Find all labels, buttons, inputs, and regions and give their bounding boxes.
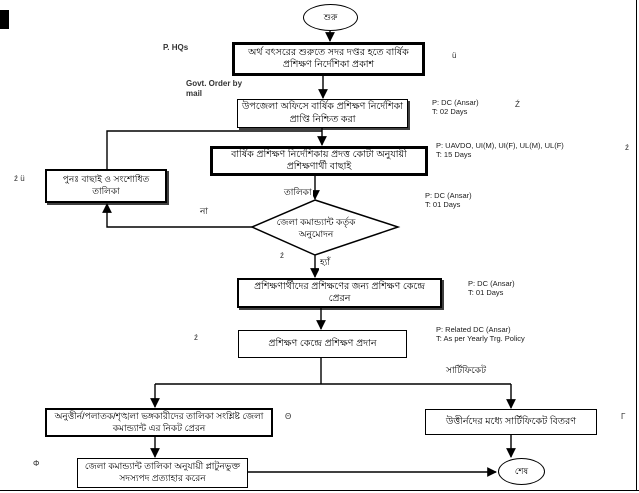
decision-diamond <box>250 199 401 256</box>
numbering-mark: ź <box>194 333 198 342</box>
numbering-mark: ü <box>452 51 457 60</box>
start-terminator: শুরু <box>303 4 358 31</box>
process-provide-training: প্রশিক্ষণ কেন্দ্রে প্রশিক্ষণ প্রদান <box>238 330 407 358</box>
annotation-p-hqs: P. HQs <box>163 43 189 52</box>
numbering-mark: Φ <box>33 459 40 468</box>
annotation-training-responsible: P: Related DC (Ansar) T: As per Yearly T… <box>436 325 525 344</box>
annotation-send-responsible: P: DC (Ansar) T: 01 Days <box>468 279 515 298</box>
end-terminator: শেষ <box>498 458 545 485</box>
start-label: শুরু <box>323 11 338 22</box>
end-label: শেষ <box>514 465 529 476</box>
edge-label-no: না <box>199 204 209 219</box>
annotation-approve-responsible: P: DC (Ansar) T: 01 Days <box>425 191 472 210</box>
numbering-mark: Θ <box>285 412 292 421</box>
frame-bottom-border <box>0 490 639 491</box>
process-send-trainees: প্রশিক্ষণার্থীদের প্রশিক্ষণের জন্য প্রশি… <box>237 278 442 308</box>
process-distribute-certificates: উত্তীর্নদের মধ্যে সার্টিফিকেট বিতরণ <box>425 409 597 435</box>
edge-reselect-feedback <box>106 130 322 169</box>
edge-label-certificate: সার্টিফিকেট <box>445 363 488 378</box>
process-withdraw-membership: জেলা কমান্ড্যান্ট তালিকা অনুযায়ী প্লাটু… <box>77 458 248 488</box>
numbering-mark: ź <box>280 251 284 260</box>
edge-label-yes: হ্যাঁ <box>319 255 331 270</box>
process-reselect-revised-list: পুনঃ বাছাই ও সংশোধিত তালিকা <box>45 169 167 203</box>
annotation-receive-responsible: P: DC (Ansar) T: 02 Days <box>432 98 479 117</box>
numbering-mark: ź ü <box>14 174 25 183</box>
numbering-mark: Γ <box>621 412 626 421</box>
process-send-fail-list: অনুত্তীর্ন/পলাতক/শৃঙ্খলা ভঙ্গকারীদের তাল… <box>45 408 273 437</box>
edge-label-list: তালিকা <box>283 185 313 200</box>
frame-right-border <box>636 0 637 491</box>
process-confirm-receipt: উপজেলা অফিসে বার্ষিক প্রশিক্ষণ নির্দেশিক… <box>237 99 408 128</box>
annotation-govt-order: Govt. Order by mail <box>186 79 243 98</box>
annotation-select-responsible: P: UAVDO, UI(M), UI(F), UL(M), UL(F) T: … <box>436 141 564 160</box>
frame-left-block <box>0 10 9 29</box>
numbering-mark: ź <box>625 143 629 152</box>
edge-approve-no-reselect <box>102 203 252 228</box>
edge-training-split <box>155 358 511 385</box>
numbering-mark: Ź <box>515 100 520 109</box>
decision-approval-label: জেলা কমান্ড্যান্ট কর্তৃক অনুমোদন <box>276 216 356 239</box>
process-select-trainees: বার্ষিক প্রশিক্ষণ নির্দেশিকায় প্রদত্ত ক… <box>210 146 428 176</box>
process-publish-guideline: অর্থ বৎসরের শুরুতে সদর দপ্তর হতে বার্ষিক… <box>232 42 425 76</box>
